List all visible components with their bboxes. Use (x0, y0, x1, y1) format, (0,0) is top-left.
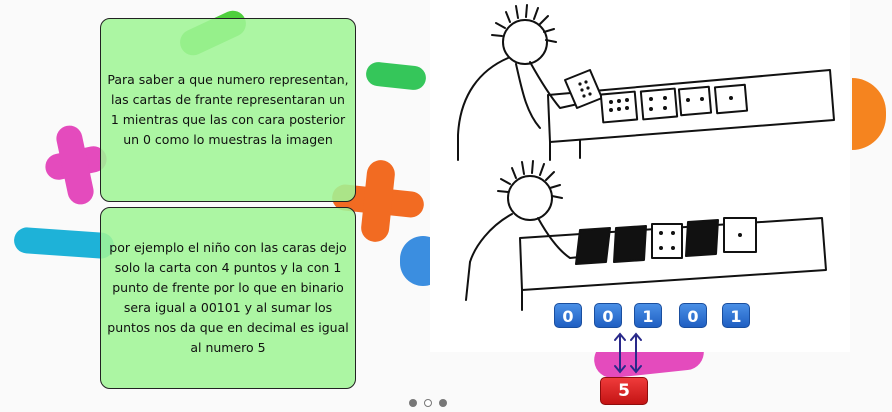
double-arrow-icon (614, 332, 642, 374)
binary-digit: 1 (722, 303, 750, 328)
pagination-dot-1[interactable] (409, 399, 417, 407)
explanation-card-top: Para saber a que numero representan, las… (100, 18, 356, 202)
explanation-card-bottom: por ejemplo el niño con las caras dejo s… (100, 207, 356, 389)
binary-cards-illustration (430, 0, 850, 352)
binary-digit: 0 (554, 303, 582, 328)
decimal-result: 5 (600, 377, 648, 405)
child-with-cards-drawing (457, 4, 835, 311)
explanation-text-bottom: por ejemplo el niño con las caras dejo s… (107, 240, 349, 355)
pagination-dot-3[interactable] (439, 399, 447, 407)
binary-digit: 0 (679, 303, 707, 328)
explanation-text-top: Para saber a que numero representan, las… (107, 72, 349, 147)
binary-digit: 0 (594, 303, 622, 328)
binary-digit: 1 (634, 303, 662, 328)
pagination-dot-2-active[interactable] (424, 399, 432, 407)
